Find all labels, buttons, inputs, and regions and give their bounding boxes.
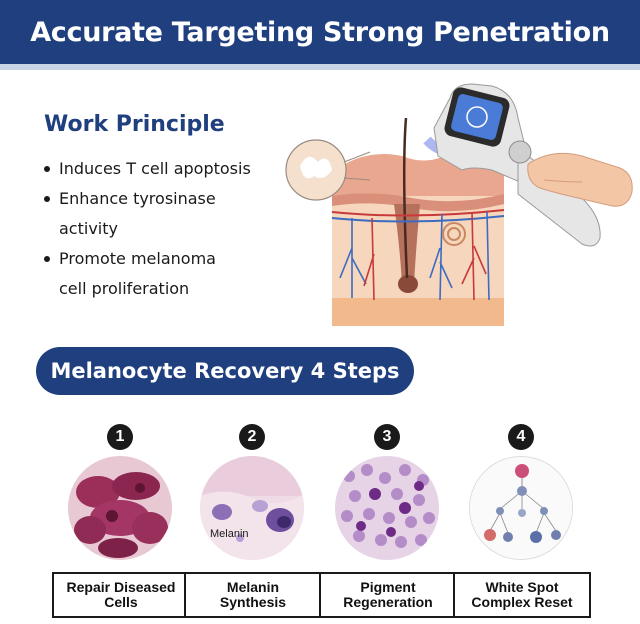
work-principle-list: Induces T cell apoptosis Enhance tyrosin…: [42, 154, 282, 304]
top-banner: Accurate Targeting Strong Penetration: [0, 0, 640, 64]
melanin-synthesis-image: Melanin: [200, 456, 304, 560]
bullet-item: Promote melanoma cell proliferation: [42, 244, 282, 304]
hand: [527, 152, 633, 207]
skin-cross-section-graphic: [285, 83, 633, 326]
step-label-line1: White Spot: [485, 579, 559, 595]
skin-fat-layer: [332, 298, 504, 326]
bullet-item: Enhance tyrosinase activity: [42, 184, 282, 244]
diseased-cells-image: [68, 456, 172, 560]
step-label-line2: Complex Reset: [471, 594, 573, 610]
step-label-box: Melanin Synthesis: [184, 572, 322, 618]
step-label-line2: Synthesis: [219, 594, 287, 610]
bullet-text-continued: cell proliferation: [59, 279, 190, 298]
bullet-item: Induces T cell apoptosis: [42, 154, 282, 184]
step-number-badge: 2: [239, 424, 265, 450]
step-number-badge: 1: [107, 424, 133, 450]
bullet-text-continued: activity: [59, 219, 118, 238]
step-label-line2: Cells: [104, 594, 138, 610]
steps-section-title-text: Melanocyte Recovery 4 Steps: [50, 359, 400, 383]
device-skin-illustration: [282, 78, 640, 328]
steps-section-title: Melanocyte Recovery 4 Steps: [36, 347, 414, 395]
step-label-box: White Spot Complex Reset: [453, 572, 591, 618]
bullet-text: Induces T cell apoptosis: [59, 159, 251, 178]
step-label-line2: Regeneration: [343, 594, 433, 610]
step-label-line1: Melanin: [226, 579, 280, 595]
work-principle-title: Work Principle: [44, 112, 225, 137]
step-number-badge: 4: [508, 424, 534, 450]
bullet-text: Promote melanoma: [59, 249, 216, 268]
step-label-line1: Pigment: [360, 579, 416, 595]
banner-stripe: [0, 64, 640, 70]
bullet-text: Enhance tyrosinase: [59, 189, 216, 208]
step-label-box: Pigment Regeneration: [319, 572, 457, 618]
step-number-badge: 3: [374, 424, 400, 450]
melanin-image-label: Melanin: [210, 528, 249, 540]
white-spot-reset-image: [469, 456, 573, 560]
banner-title: Accurate Targeting Strong Penetration: [30, 17, 610, 48]
step-label-line1: Repair Diseased: [66, 579, 176, 595]
pigment-regeneration-image: [335, 456, 439, 560]
step-label-box: Repair Diseased Cells: [52, 572, 190, 618]
